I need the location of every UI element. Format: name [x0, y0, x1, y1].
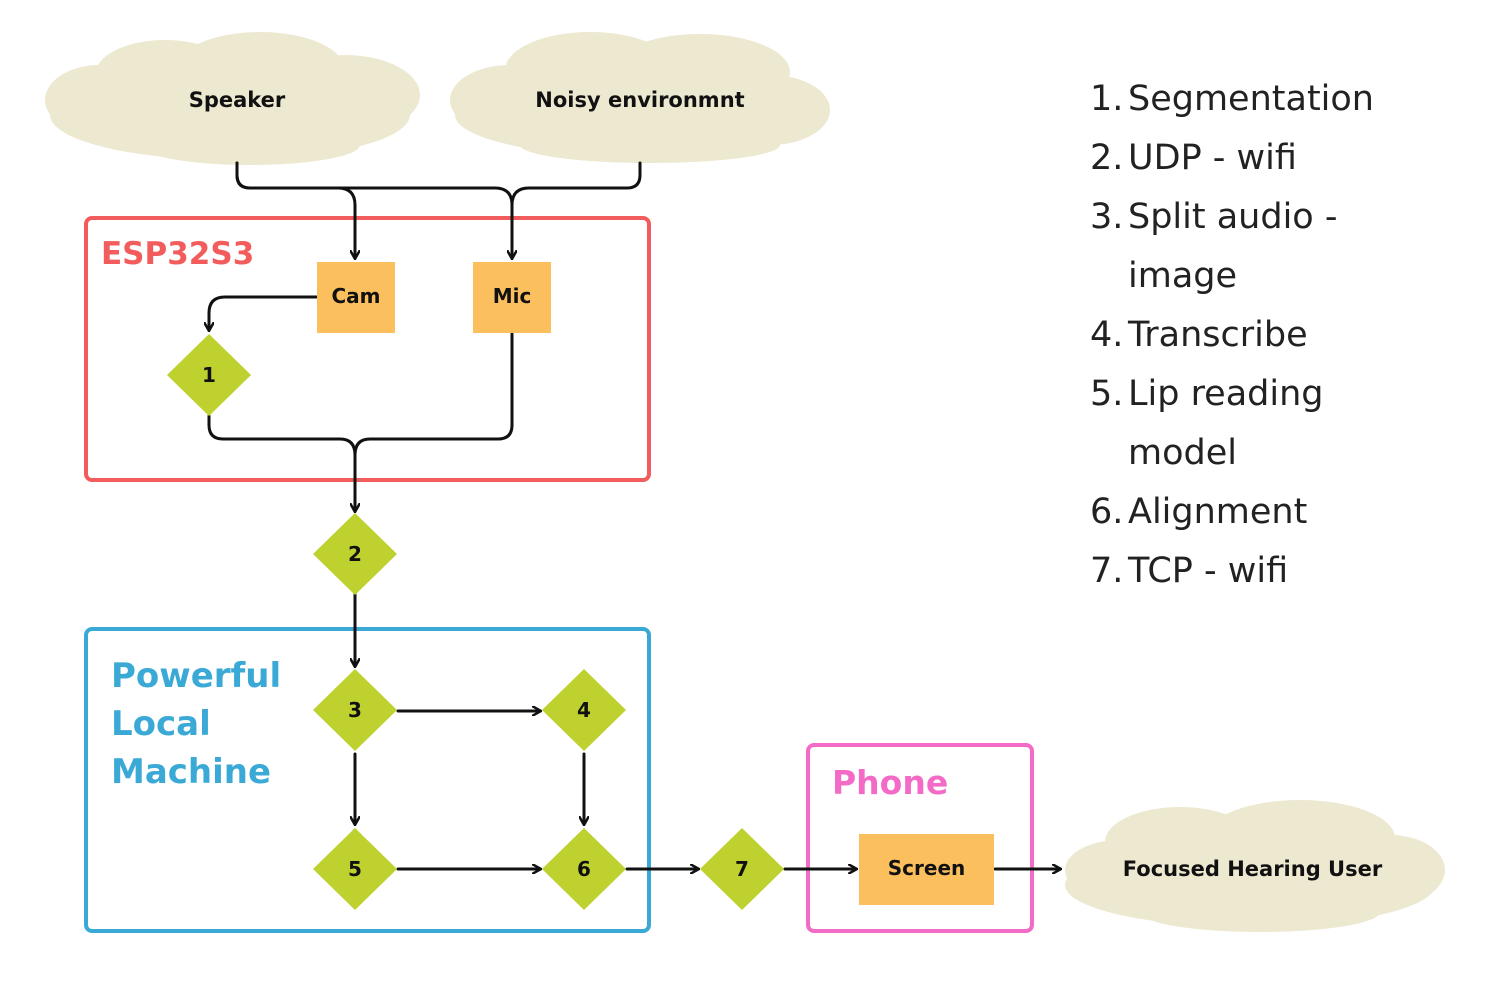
connectors	[207, 161, 1060, 869]
legend-item: 5.Lip reading model	[1090, 365, 1390, 483]
legend-text: Segmentation	[1128, 79, 1374, 119]
legend-number: 6.	[1090, 492, 1124, 532]
speaker-to-cam-arrow	[235, 161, 355, 258]
step-5-label: 5	[348, 857, 362, 881]
step-4-label: 4	[577, 698, 591, 722]
mic-to-merge-line	[353, 332, 514, 457]
speaker-to-mic-line	[235, 161, 512, 258]
legend-item: 7.TCP - wifi	[1090, 542, 1390, 601]
step-6-diamond	[542, 828, 626, 910]
legend-text: Lip reading model	[1128, 374, 1324, 473]
cam-to-step1-arrow	[209, 295, 319, 330]
local-machine-group-box	[84, 627, 651, 933]
step-1-diamond	[167, 334, 251, 416]
screen-label: Screen	[887, 856, 966, 880]
speaker-label: Speaker	[188, 88, 286, 112]
cam-box	[317, 262, 395, 333]
cam-label: Cam	[331, 284, 381, 308]
legend-number: 4.	[1090, 315, 1124, 355]
step-4-diamond	[542, 669, 626, 751]
mic-label: Mic	[492, 284, 532, 308]
noisy-environment-cloud	[450, 32, 830, 163]
noisy-environment-label: Noisy environmnt	[535, 88, 745, 112]
local-machine-label-line-3: Machine	[111, 752, 272, 792]
phone-group-box	[806, 743, 1034, 933]
step-1-label: 1	[202, 363, 216, 387]
step-5-diamond	[313, 828, 397, 910]
legend-number: 1.	[1090, 79, 1124, 119]
legend-text: TCP - wifi	[1128, 551, 1289, 591]
local-machine-label-line-2: Local	[111, 704, 211, 744]
step-2-diamond	[313, 513, 397, 595]
noisy-to-mic-line	[510, 161, 642, 207]
legend-item: 3.Split audio - image	[1090, 188, 1390, 306]
legend-item: 4.Transcribe	[1090, 306, 1390, 365]
step1-to-merge-line	[207, 414, 355, 511]
mic-box	[473, 262, 551, 333]
esp32s3-group-box	[84, 216, 651, 482]
step-2-label: 2	[348, 542, 362, 566]
step-3-diamond	[313, 669, 397, 751]
screen-box	[859, 834, 994, 905]
legend-item: 2.UDP - wifi	[1090, 129, 1390, 188]
legend-number: 7.	[1090, 551, 1124, 591]
phone-label: Phone	[832, 763, 949, 802]
esp32s3-label: ESP32S3	[101, 236, 255, 272]
focused-hearing-user-label: Focused Hearing User	[1122, 857, 1383, 881]
legend-number: 3.	[1090, 197, 1124, 237]
legend-text: UDP - wifi	[1128, 138, 1297, 178]
legend-text: Alignment	[1128, 492, 1308, 532]
legend-text: Transcribe	[1128, 315, 1308, 355]
step-7-label: 7	[735, 857, 749, 881]
step-diamonds	[167, 334, 784, 910]
focused-hearing-user-cloud	[1065, 800, 1445, 932]
legend-item: 1.Segmentation	[1090, 70, 1390, 129]
legend-number: 2.	[1090, 138, 1124, 178]
step-6-label: 6	[577, 857, 591, 881]
speaker-cloud	[45, 32, 420, 165]
legend-text: Split audio - image	[1128, 197, 1338, 296]
local-machine-label: Powerful Local Machine	[111, 652, 281, 796]
step-3-label: 3	[348, 698, 362, 722]
legend-number: 5.	[1090, 374, 1124, 414]
local-machine-label-line-1: Powerful	[111, 656, 282, 696]
step-7-diamond	[700, 828, 784, 910]
legend-item: 6.Alignment	[1090, 483, 1390, 542]
step-legend: 1.Segmentation 2.UDP - wifi 3.Split audi…	[1090, 70, 1390, 601]
